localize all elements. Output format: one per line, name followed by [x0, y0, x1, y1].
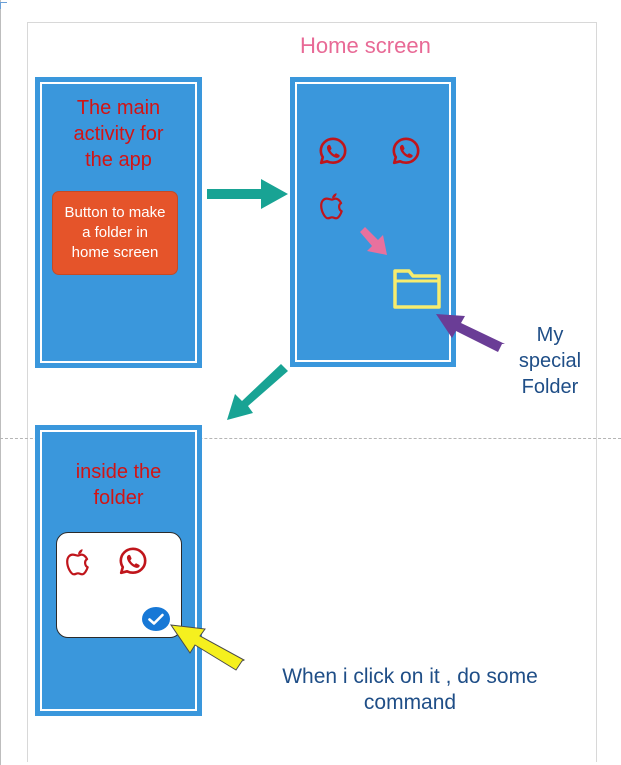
- main-activity-line-2: activity for: [73, 123, 164, 145]
- whatsapp-icon: [318, 136, 348, 166]
- arrow-to-special-folder: [436, 314, 505, 352]
- special-folder-line-3: Folder: [521, 376, 579, 398]
- main-activity-line-1: The main: [76, 97, 161, 119]
- inside-folder-line-2: folder: [93, 487, 144, 509]
- whatsapp-icon: [391, 136, 421, 166]
- special-folder-line-2: special: [518, 350, 582, 372]
- page-break-line: [0, 438, 621, 439]
- apple-icon: [319, 191, 345, 221]
- phone-frame: [40, 82, 197, 363]
- home-screen-title: Home screen: [300, 33, 431, 58]
- page-left-edge: [0, 0, 1, 765]
- inside-folder-label: inside the folder: [40, 459, 197, 511]
- check-icon[interactable]: [141, 606, 171, 632]
- arrow-to-folder: [360, 227, 387, 255]
- open-folder-card: [56, 532, 182, 638]
- home-screen-phone: [290, 77, 456, 367]
- arrow-to-check-button: [169, 624, 246, 671]
- special-folder-label: My special Folder: [505, 322, 595, 400]
- special-folder-line-1: My: [536, 324, 564, 346]
- arrow-to-inside-folder: [227, 364, 288, 420]
- folder-icon[interactable]: [392, 265, 442, 311]
- apple-icon[interactable]: [65, 547, 91, 577]
- page-border: [27, 22, 597, 762]
- button-line-2: a folder in: [82, 224, 148, 241]
- main-activity-label: The main activity for the app: [40, 95, 197, 173]
- whatsapp-icon[interactable]: [118, 546, 148, 576]
- button-line-3: home screen: [71, 244, 159, 261]
- click-instruction-line-2: command: [363, 691, 457, 714]
- page-corner-mark: [0, 2, 7, 9]
- phone-frame: [295, 82, 451, 362]
- inside-folder-line-1: inside the: [75, 461, 162, 483]
- click-instruction-label: When i click on it , do some command: [250, 664, 570, 716]
- arrow-to-home-screen: [207, 179, 288, 209]
- make-folder-button[interactable]: Button to make a folder in home screen: [52, 191, 178, 275]
- click-instruction-line-1: When i click on it , do some: [282, 665, 538, 688]
- button-line-1: Button to make: [64, 204, 166, 221]
- phone-frame: [40, 430, 197, 711]
- main-activity-line-3: the app: [85, 149, 152, 171]
